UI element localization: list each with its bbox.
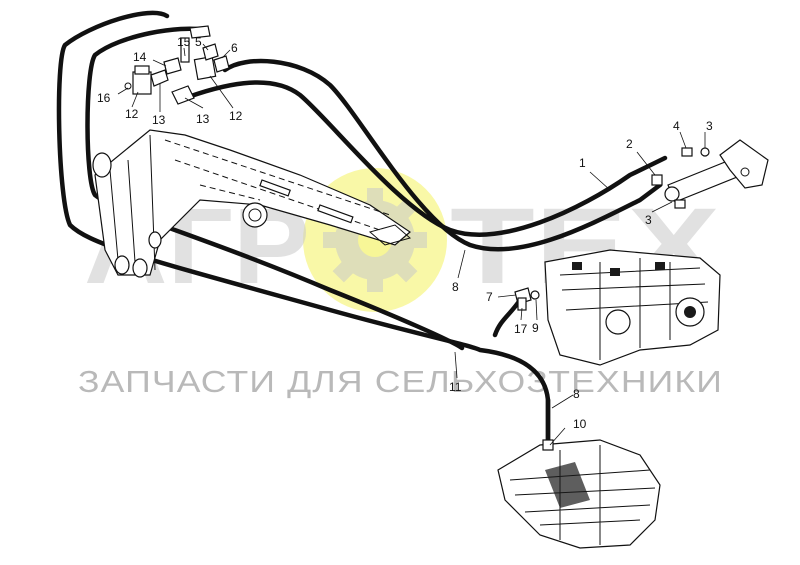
hydraulic-cylinder [651,139,769,209]
boom-pivot-mid [148,231,162,249]
boom-slot-2 [317,204,354,224]
callout-3-top: 3 [706,119,713,133]
fitting-6 [213,55,230,73]
callout-4: 4 [673,119,680,133]
leader-8a [457,249,466,279]
callouts: 1 2 3 3 4 5 6 7 8 8 9 10 11 12 12 13 13 … [97,35,713,431]
housing-shadow [545,462,590,508]
transmission-housing [497,439,661,549]
valve-spool-3 [655,262,665,270]
fitting-block-12-right [193,55,217,81]
callout-7: 7 [486,290,493,304]
callout-11: 11 [449,380,462,394]
callout-12-right: 12 [229,109,243,123]
callout-2: 2 [626,137,633,151]
boom-pivot-center-hole [248,208,262,222]
leader-1 [589,171,611,191]
valve-body [544,249,721,366]
leader-2 [636,151,656,176]
adapter-13-left [150,69,169,87]
callout-9: 9 [532,321,539,335]
cylinder-bracket-hole [740,167,750,177]
fitting-block-12 [132,71,152,95]
valve-port-1 [605,309,631,335]
valve-spool-1 [572,262,582,270]
fitting-3-bottom [674,199,686,209]
fitting-10 [542,439,554,451]
cylinder-bracket [719,139,769,189]
leader-lines [117,43,706,446]
fitting-9 [530,290,540,300]
fitting-15 [180,37,190,63]
leader-10 [549,427,566,446]
fitting-2 [651,174,663,186]
callout-8-upper: 8 [452,280,459,294]
hose-end-top [189,25,211,39]
cylinder-rod-end [664,186,680,202]
leader-6 [221,49,231,59]
top-fittings [124,25,230,105]
leader-12b [209,75,234,109]
boom-end-bracket [368,224,412,246]
boom-pivot-center [242,202,268,228]
hose-1 [177,80,668,237]
leader-15 [183,47,186,57]
leader-8b [551,394,574,409]
boom-pivot-upper [92,152,112,178]
leader-4 [679,131,687,149]
callout-8-lower: 8 [573,387,580,401]
leader-16 [117,87,129,95]
leader-9 [535,299,538,321]
callout-13-right: 13 [196,112,210,126]
watermark-tagline: ЗАПЧАСТИ ДЛЯ СЕЛЬХОЗТЕХНИКИ [78,364,723,399]
callout-15: 15 [177,35,191,49]
fitting-4 [681,147,693,157]
boom-pivot-lower-right [132,258,148,278]
callout-13-left: 13 [152,113,166,127]
leader-13b [184,97,204,109]
leader-17 [520,307,523,321]
callout-5: 5 [195,35,202,49]
fitting-block-12-top [134,65,150,75]
valve-body-details [559,258,709,360]
valve-port-2-core [684,306,696,318]
callout-17: 17 [514,322,528,336]
elbow-14 [163,57,182,75]
fitting-16-nut [124,82,132,90]
leader-14 [152,59,167,67]
leader-3b [651,201,673,213]
boom-pivot-lower-left [114,255,130,275]
boom-slot-1 [259,179,291,197]
leader-12a [131,91,139,108]
callout-14: 14 [133,50,147,64]
callout-1: 1 [579,156,586,170]
callout-10: 10 [573,417,587,431]
fitting-3-top [700,147,710,157]
leader-5 [202,43,209,51]
leader-11 [454,351,458,379]
hose-8 [222,58,663,252]
callout-6: 6 [231,41,238,55]
leader-7 [497,294,517,298]
control-valve-block [514,249,721,366]
boom-frame [92,129,412,278]
boom-arm [94,129,411,276]
valve-spool-2 [610,268,620,276]
callout-3-bottom: 3 [645,213,652,227]
callout-16: 16 [97,91,111,105]
callout-12-left: 12 [125,107,139,121]
